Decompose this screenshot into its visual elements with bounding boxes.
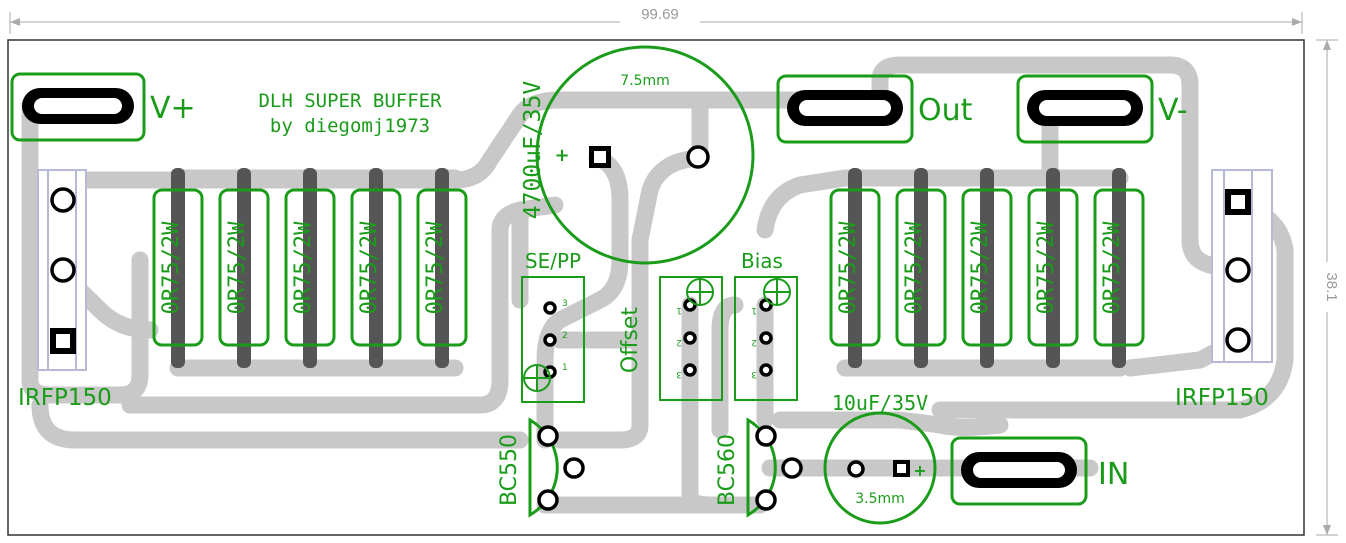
big-capacitor: 7.5mm 4700uF/35V + — [520, 45, 755, 265]
resistor-r7-value: 0R75/2W — [902, 221, 927, 314]
resistor-r6: 0R75/2W — [829, 168, 881, 368]
board-title: DLH SUPER BUFFER — [258, 90, 442, 112]
bc560-transistor: BC560 — [715, 417, 803, 518]
vminus-label: V- — [1158, 93, 1188, 128]
bc560-label: BC560 — [715, 434, 740, 506]
se-pp-pin3: 3 — [562, 299, 568, 309]
small-capacitor-value: 10uF/35V — [832, 391, 928, 415]
resistor-r3: 0R75/2W — [284, 168, 336, 368]
resistor-r2: 0R75/2W — [218, 168, 270, 368]
resistor-r2-value: 0R75/2W — [225, 221, 250, 314]
small-capacitor-polarity: + — [913, 461, 926, 480]
resistor-r8: 0R75/2W — [961, 168, 1013, 368]
right-mosfet: IRFP150 — [1175, 169, 1273, 411]
resistor-r10: 0R75/2W — [1093, 168, 1145, 368]
width-dimension: 99.69 — [9, 5, 1303, 34]
out-terminal: Out — [776, 74, 973, 144]
big-capacitor-value: 4700uF/35V — [520, 81, 546, 220]
offset-pin2: 2 — [676, 337, 682, 347]
resistor-r9-value: 0R75/2W — [1034, 221, 1059, 314]
offset-pin3: 3 — [676, 369, 682, 379]
width-dimension-label: 99.69 — [641, 6, 679, 23]
se-pp-pin2: 2 — [562, 331, 568, 341]
resistor-r3-value: 0R75/2W — [291, 221, 316, 314]
bc550-transistor: BC550 — [497, 417, 585, 518]
resistor-r9: 0R75/2W — [1027, 168, 1079, 368]
resistor-r6-value: 0R75/2W — [836, 221, 861, 314]
resistor-r4: 0R75/2W — [350, 168, 402, 368]
left-mosfet-label: IRFP150 — [18, 385, 112, 411]
offset-trimmer: Offset 1 2 3 — [618, 276, 723, 401]
right-mosfet-label: IRFP150 — [1175, 385, 1269, 411]
resistor-r4-value: 0R75/2W — [357, 221, 382, 314]
offset-label: Offset — [618, 307, 643, 373]
left-mosfet: IRFP150 — [18, 169, 112, 411]
bias-pin3: 3 — [751, 369, 757, 379]
resistor-r5-value: 0R75/2W — [423, 221, 448, 314]
bias-pin2: 2 — [751, 337, 757, 347]
small-capacitor-size: 3.5mm — [855, 491, 905, 507]
offset-pin1: 1 — [676, 305, 682, 315]
right-resistor-bank: 0R75/2W 0R75/2W 0R75/2W 0R75/2W 0R75/2W — [829, 168, 1145, 368]
height-dimension: 38.1 — [1316, 39, 1340, 536]
se-pp-trimmer: SE/PP 3 2 1 — [521, 249, 585, 403]
big-capacitor-size: 7.5mm — [620, 73, 670, 89]
vplus-label: V+ — [150, 91, 196, 126]
board-author: by diegomj1973 — [270, 115, 430, 137]
in-label: IN — [1098, 457, 1129, 492]
resistor-r1: 0R75/2W — [152, 168, 204, 368]
resistor-r10-value: 0R75/2W — [1100, 221, 1125, 314]
se-pp-pin1: 1 — [562, 363, 568, 373]
bc550-label: BC550 — [497, 434, 522, 506]
out-label: Out — [918, 93, 973, 128]
vplus-terminal: V+ — [10, 72, 196, 142]
height-dimension-label: 38.1 — [1323, 272, 1340, 301]
vminus-terminal: V- — [1016, 74, 1188, 144]
resistor-r1-value: 0R75/2W — [159, 221, 184, 314]
in-terminal: IN — [950, 436, 1129, 506]
bias-label: Bias — [741, 249, 783, 273]
small-capacitor: 10uF/35V + 3.5mm — [823, 391, 937, 525]
bias-pin1: 1 — [751, 305, 757, 315]
resistor-r7: 0R75/2W — [895, 168, 947, 368]
bias-trimmer: Bias 1 2 3 — [734, 249, 798, 401]
left-resistor-bank: 0R75/2W 0R75/2W 0R75/2W 0R75/2W 0R75/2W — [152, 168, 468, 368]
resistor-r8-value: 0R75/2W — [968, 221, 993, 314]
big-capacitor-polarity: + — [554, 145, 569, 166]
resistor-r5: 0R75/2W — [416, 168, 468, 368]
se-pp-label: SE/PP — [525, 249, 581, 273]
